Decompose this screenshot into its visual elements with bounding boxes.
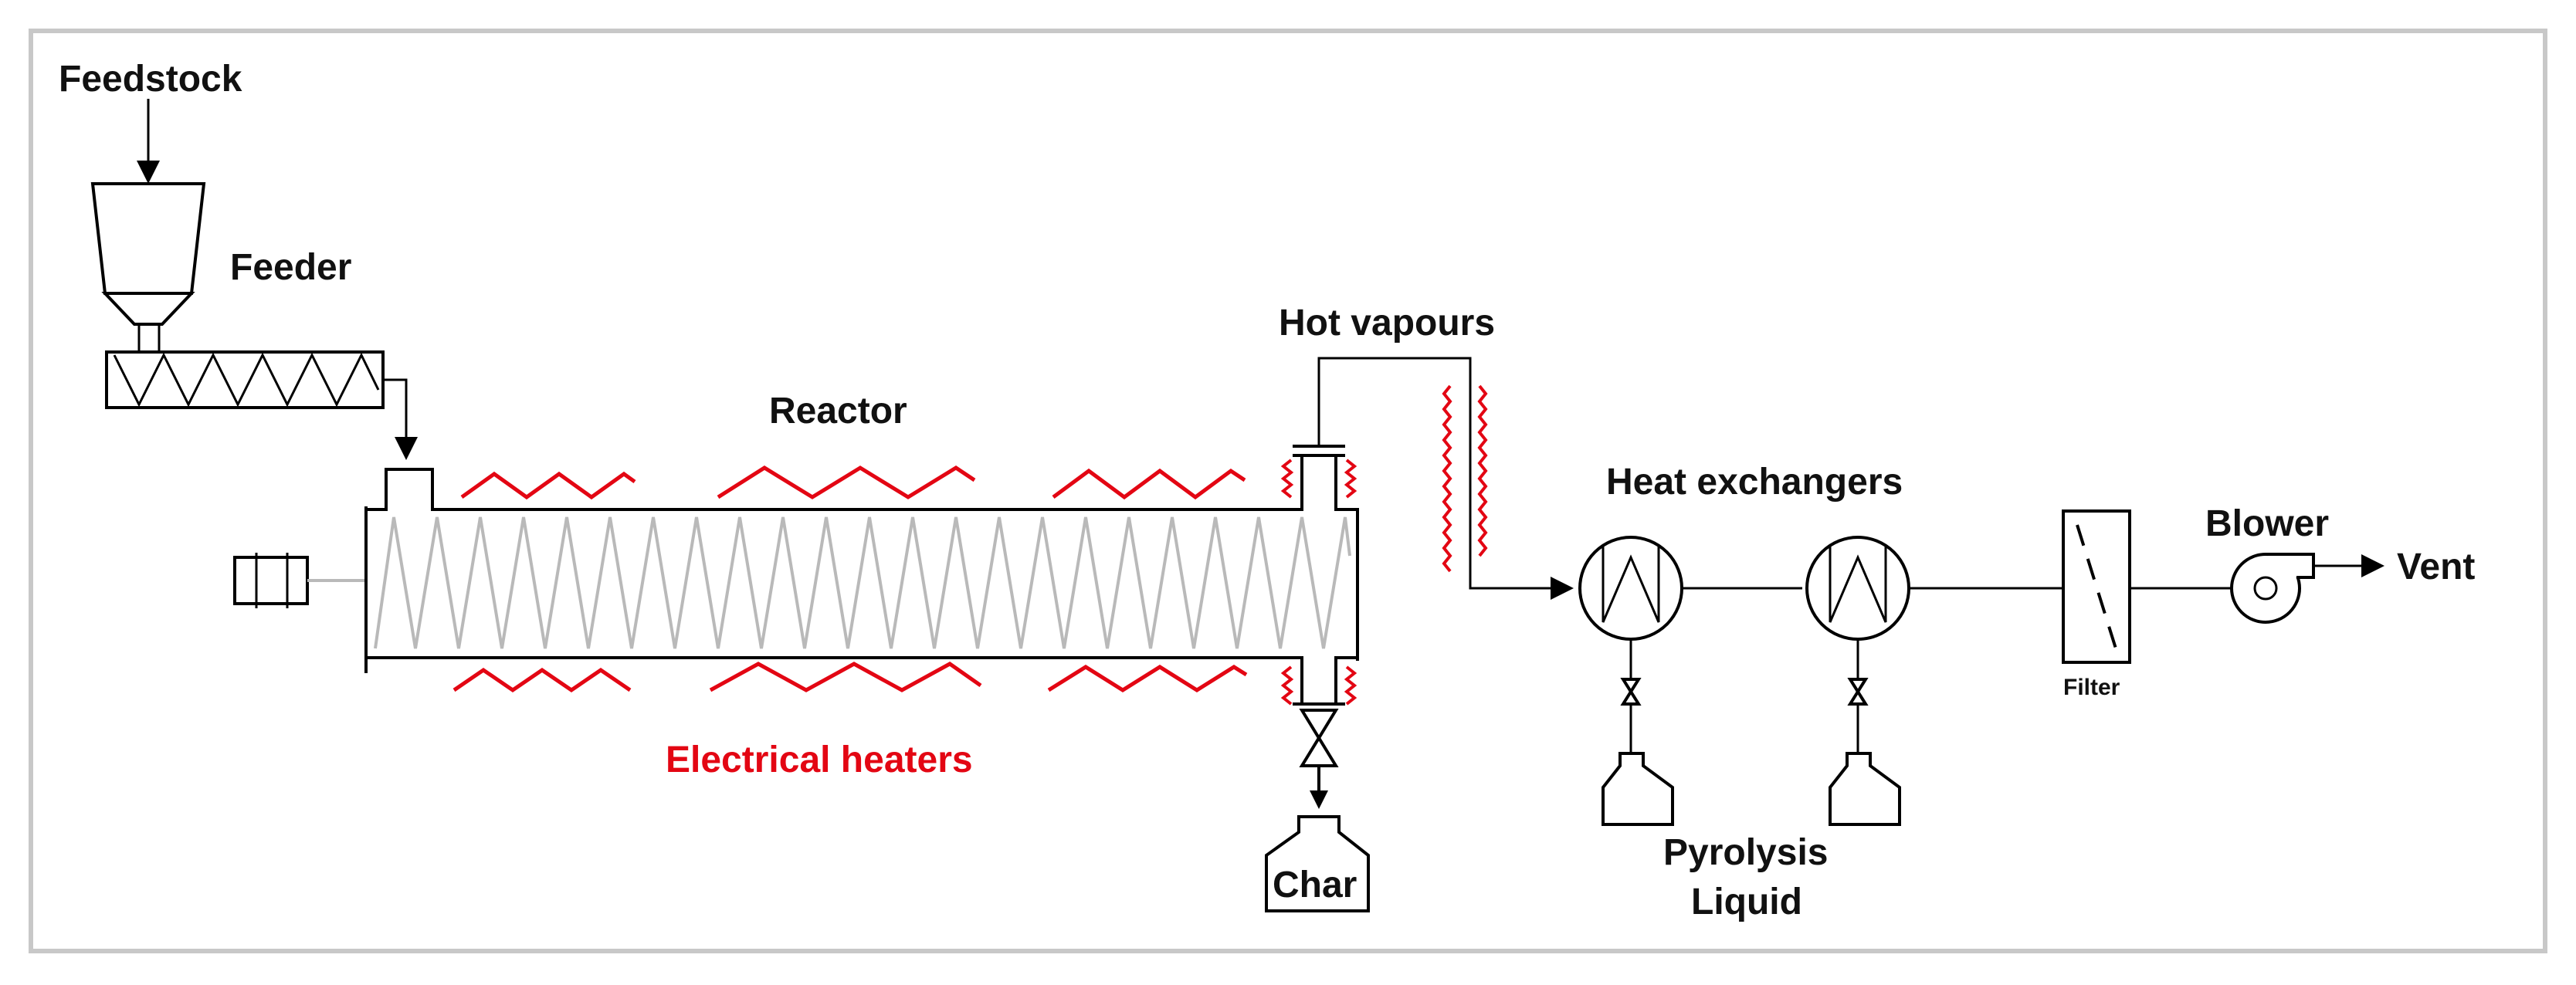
motor-icon [233, 553, 366, 608]
char-collector-icon [1265, 815, 1370, 912]
feeder-label: Feeder [230, 247, 351, 288]
heater-top-1 [460, 471, 636, 500]
blower-label: Blower [2205, 503, 2329, 544]
trace-heater-left [1442, 384, 1452, 573]
heater-top-3 [1052, 468, 1246, 500]
screw-conveyor-icon [105, 350, 385, 409]
filter-icon [2062, 509, 2131, 664]
drain-1 [1620, 639, 1642, 753]
feed-line [383, 378, 418, 460]
reactor-vessel [364, 468, 1359, 679]
heater-top-2 [717, 465, 976, 499]
hot-vapours-label: Hot vapours [1279, 303, 1495, 344]
vent-label: Vent [2397, 547, 2475, 587]
feedstock-label: Feedstock [59, 59, 242, 100]
heater-bottom-2 [709, 662, 982, 692]
collector-flask-icon [1602, 752, 1674, 826]
heat-exchangers-label: Heat exchangers [1606, 462, 1903, 503]
pyrolysis-label: Pyrolysis [1663, 832, 1828, 873]
electrical-heaters-label: Electrical heaters [666, 740, 973, 780]
filter-label: Filter [2063, 675, 2120, 700]
blower-icon [2230, 553, 2315, 624]
collector-flask-icon [1829, 752, 1901, 826]
reactor-screw [374, 516, 1351, 649]
heater-bottom-1 [452, 667, 632, 693]
trace-heater-right [1477, 384, 1488, 557]
char-outlet [1280, 665, 1357, 706]
reactor-label: Reactor [769, 391, 907, 432]
drain-2 [1847, 639, 1869, 753]
diagram-frame [29, 29, 2547, 953]
liquid-label: Liquid [1691, 882, 1802, 922]
char-label: Char [1273, 865, 1357, 905]
heat-exchanger-icon [1578, 536, 1683, 641]
hopper-icon [90, 182, 206, 352]
heater-bottom-3 [1047, 665, 1248, 692]
heat-exchanger-icon [1805, 536, 1910, 641]
hot-vapour-line [1317, 357, 1574, 600]
